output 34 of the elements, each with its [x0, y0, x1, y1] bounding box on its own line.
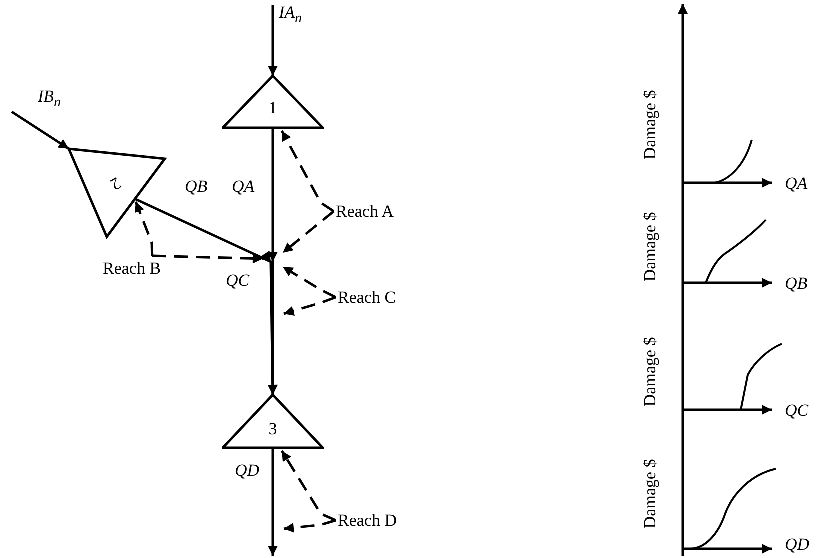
axis-label: QD: [785, 536, 810, 553]
reservoir-number: 1: [268, 100, 278, 116]
reach-label: Reach D: [338, 511, 398, 530]
flow-label: QA: [232, 178, 255, 195]
reservoir-number: 3: [268, 420, 278, 438]
reach-label: Reach B: [103, 259, 162, 278]
axis-label: Damage $: [642, 337, 658, 407]
axis-label: Damage $: [642, 90, 658, 160]
flow-arrow: [268, 5, 278, 76]
flow-label: QB: [185, 178, 208, 195]
flow-label: IB$_{n}$: [38, 88, 62, 110]
leader-line: [284, 519, 336, 533]
reach-label: Reach C: [338, 288, 396, 307]
axis-label: Damage $: [642, 459, 658, 529]
axis-label: QB: [785, 275, 808, 292]
leader-line: [152, 254, 264, 264]
reach-label: Reach A: [336, 202, 394, 221]
flow-label: IA$_{n}$: [279, 4, 302, 26]
reservoir-number: 2: [108, 174, 124, 194]
axis-label: Damage $: [642, 212, 658, 282]
leader-line: [284, 296, 336, 316]
leader-line: [280, 130, 335, 213]
leader-line: [134, 202, 154, 256]
leader-line: [280, 450, 336, 522]
leader-line: [282, 210, 335, 254]
flow-arrow: [268, 129, 278, 395]
leader-line: [282, 266, 337, 299]
axis-label: QA: [785, 175, 808, 192]
flow-arrow: [268, 449, 278, 556]
flow-label: QC: [226, 272, 250, 289]
flow-label: QD: [235, 462, 260, 479]
flow-arrow: [134, 198, 278, 396]
axis-label: QC: [785, 402, 809, 419]
flow-arrow: [11, 110, 70, 150]
